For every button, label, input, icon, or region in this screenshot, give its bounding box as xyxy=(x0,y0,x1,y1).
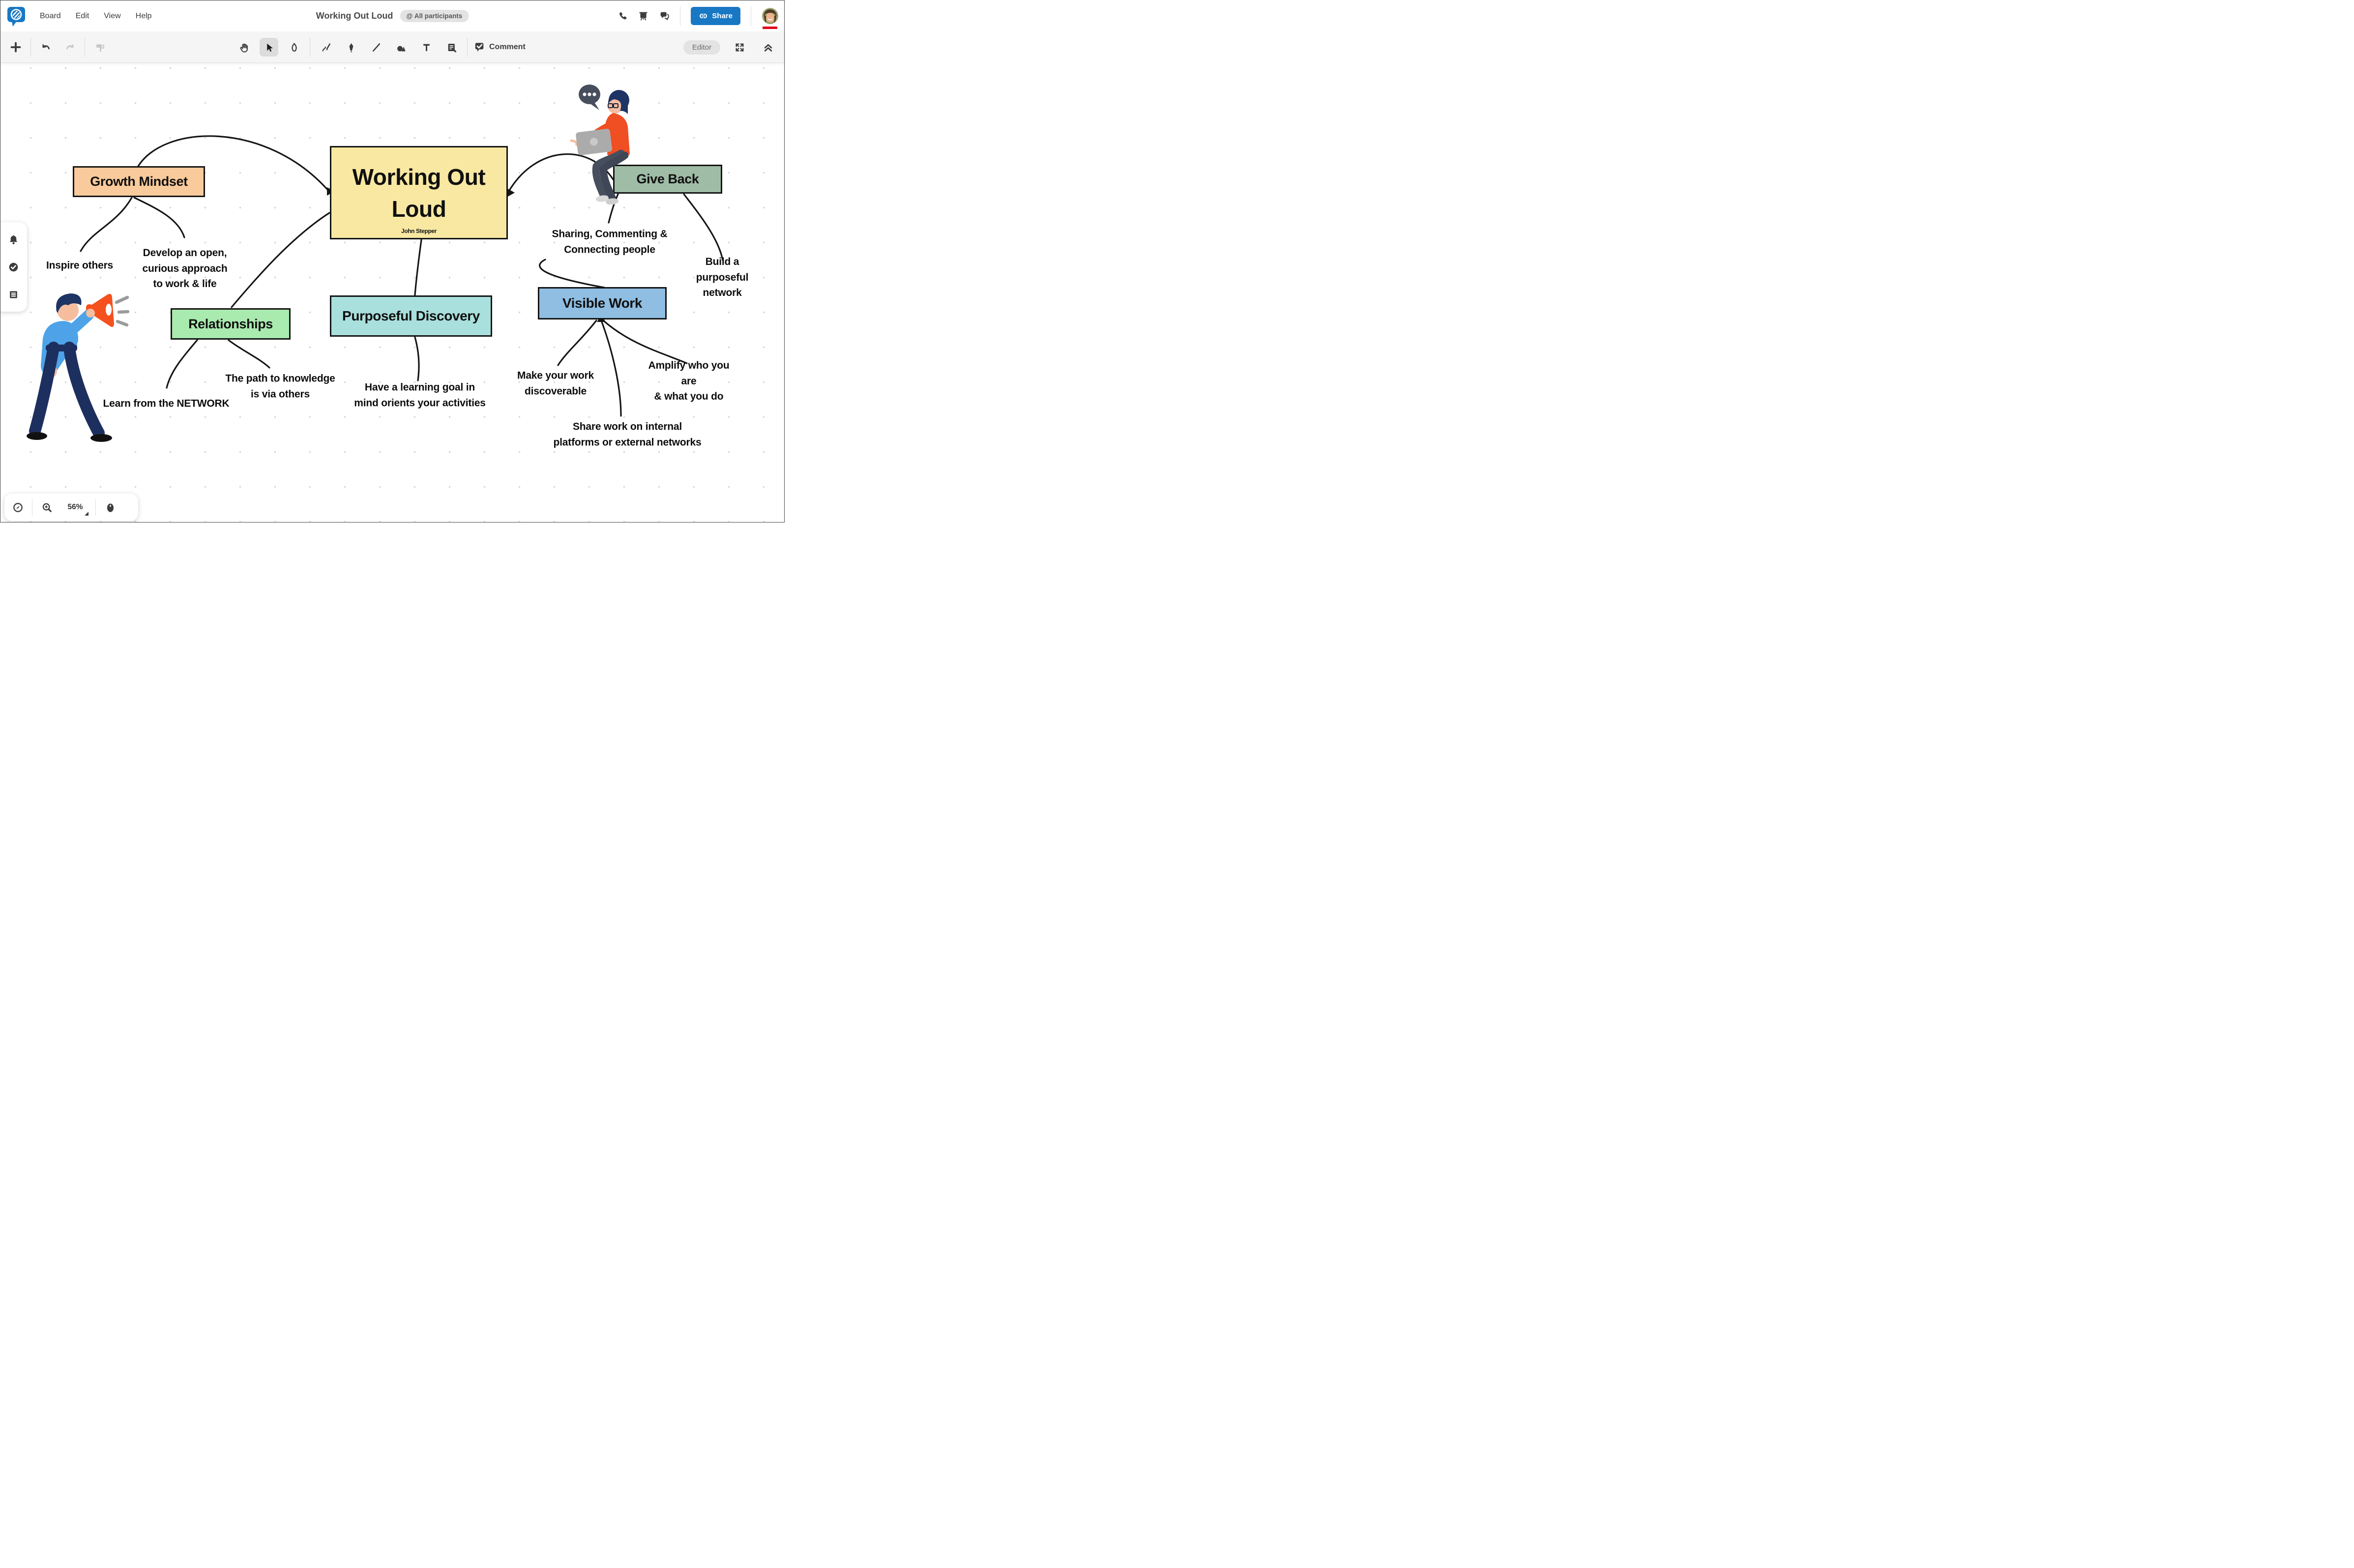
note-make-work-discoverable[interactable]: Make your work discoverable xyxy=(517,370,594,397)
note-learn-from-network[interactable]: Learn from the NETWORK xyxy=(103,398,230,409)
menu-board[interactable]: Board xyxy=(40,11,61,20)
notifications-bell-icon[interactable] xyxy=(6,232,21,247)
pen-tool[interactable] xyxy=(317,38,335,57)
conceptboard-app: Working Out Loud John Stepper Growth Min… xyxy=(0,0,785,523)
line-tool[interactable] xyxy=(367,38,385,57)
minimap-compass-icon[interactable] xyxy=(9,499,26,516)
chat-icon[interactable] xyxy=(659,11,670,22)
presence-indicator xyxy=(763,27,777,29)
pan-tool[interactable] xyxy=(235,38,253,57)
board-title[interactable]: Working Out Loud xyxy=(316,11,393,21)
select-tool[interactable] xyxy=(260,38,278,57)
zoom-level-value: 56% xyxy=(67,503,83,511)
toolbar-divider xyxy=(30,38,31,57)
menu-help[interactable]: Help xyxy=(135,11,152,20)
format-painter-button[interactable] xyxy=(90,38,109,57)
sticky-note-tool[interactable] xyxy=(442,38,461,57)
menu-edit[interactable]: Edit xyxy=(75,11,89,20)
comment-check-icon xyxy=(475,43,484,52)
role-badge[interactable]: Editor xyxy=(683,40,720,55)
list-outline-icon[interactable] xyxy=(6,287,21,302)
conceptboard-logo[interactable] xyxy=(6,6,26,27)
note-amplify-who-you-are[interactable]: Amplify who you are & what you do xyxy=(648,359,730,402)
zoom-caret-icon xyxy=(85,512,88,516)
menu-bar: Board Edit View Help xyxy=(40,12,152,21)
participants-badge[interactable]: @ All participants xyxy=(400,10,469,22)
phone-call-icon[interactable] xyxy=(617,11,627,22)
note-share-work-platforms[interactable]: Share work on internal platforms or exte… xyxy=(553,421,702,448)
node-author-label: John Stepper xyxy=(401,227,437,234)
menu-view[interactable]: View xyxy=(104,11,121,20)
note-sharing-commenting[interactable]: Sharing, Commenting & Connecting people xyxy=(552,228,668,256)
user-avatar[interactable] xyxy=(762,3,778,29)
node-working-out-loud-label: Working Out Loud xyxy=(352,164,486,222)
note-path-to-knowledge[interactable]: The path to knowledge is via others xyxy=(225,373,335,400)
link-icon xyxy=(700,13,707,19)
node-relationships[interactable]: Relationships xyxy=(171,308,291,340)
highlighter-tool[interactable] xyxy=(342,38,360,57)
node-give-back-label: Give Back xyxy=(636,172,699,186)
note-learning-goal[interactable]: Have a learning goal in mind orients you… xyxy=(354,381,486,409)
undo-button[interactable] xyxy=(36,38,55,57)
presentation-icon[interactable] xyxy=(638,11,648,22)
node-relationships-label: Relationships xyxy=(188,316,273,331)
node-give-back[interactable]: Give Back xyxy=(613,165,722,194)
node-visible-work-label: Visible Work xyxy=(562,295,643,311)
mouse-mode-icon[interactable] xyxy=(102,499,118,516)
laptop-man-illustration[interactable] xyxy=(566,82,645,205)
tasks-check-icon[interactable] xyxy=(6,260,21,274)
note-build-network[interactable]: Build a purposeful network xyxy=(696,256,749,298)
zoom-panel: 56% xyxy=(4,494,138,521)
zoom-level-control[interactable]: 56% xyxy=(61,496,89,518)
node-growth-mindset[interactable]: Growth Mindset xyxy=(73,166,205,197)
text-tool[interactable] xyxy=(417,38,436,57)
node-working-out-loud[interactable]: Working Out Loud John Stepper xyxy=(330,146,508,239)
add-element-button[interactable] xyxy=(6,38,25,57)
node-purposeful-discovery[interactable]: Purposeful Discovery xyxy=(330,295,492,337)
panel-divider xyxy=(95,499,96,516)
node-visible-work[interactable]: Visible Work xyxy=(538,287,667,319)
eraser-tool[interactable] xyxy=(285,38,303,57)
tool-bar: Comment Editor xyxy=(0,31,784,63)
toolbar-divider xyxy=(467,38,468,57)
notifications-panel xyxy=(0,222,27,312)
node-growth-mindset-label: Growth Mindset xyxy=(90,174,188,189)
share-button[interactable]: Share xyxy=(691,7,740,25)
shapes-tool[interactable] xyxy=(392,38,411,57)
note-inspire-others[interactable]: Inspire others xyxy=(46,260,114,271)
node-purposeful-discovery-label: Purposeful Discovery xyxy=(342,308,480,323)
megaphone-man-illustration[interactable] xyxy=(26,291,130,444)
share-button-label: Share xyxy=(712,12,733,20)
zoom-in-icon[interactable] xyxy=(38,499,55,516)
note-develop-open-curious[interactable]: Develop an open, curious approach to wor… xyxy=(142,247,228,290)
app-header: Board Edit View Help Working Out Loud @ … xyxy=(0,0,784,31)
comment-tool-label: Comment xyxy=(489,43,526,51)
redo-button[interactable] xyxy=(60,38,79,57)
fullscreen-icon[interactable] xyxy=(730,38,749,57)
collapse-toolbar-icon[interactable] xyxy=(759,38,777,57)
comment-tool[interactable]: Comment xyxy=(474,42,526,53)
